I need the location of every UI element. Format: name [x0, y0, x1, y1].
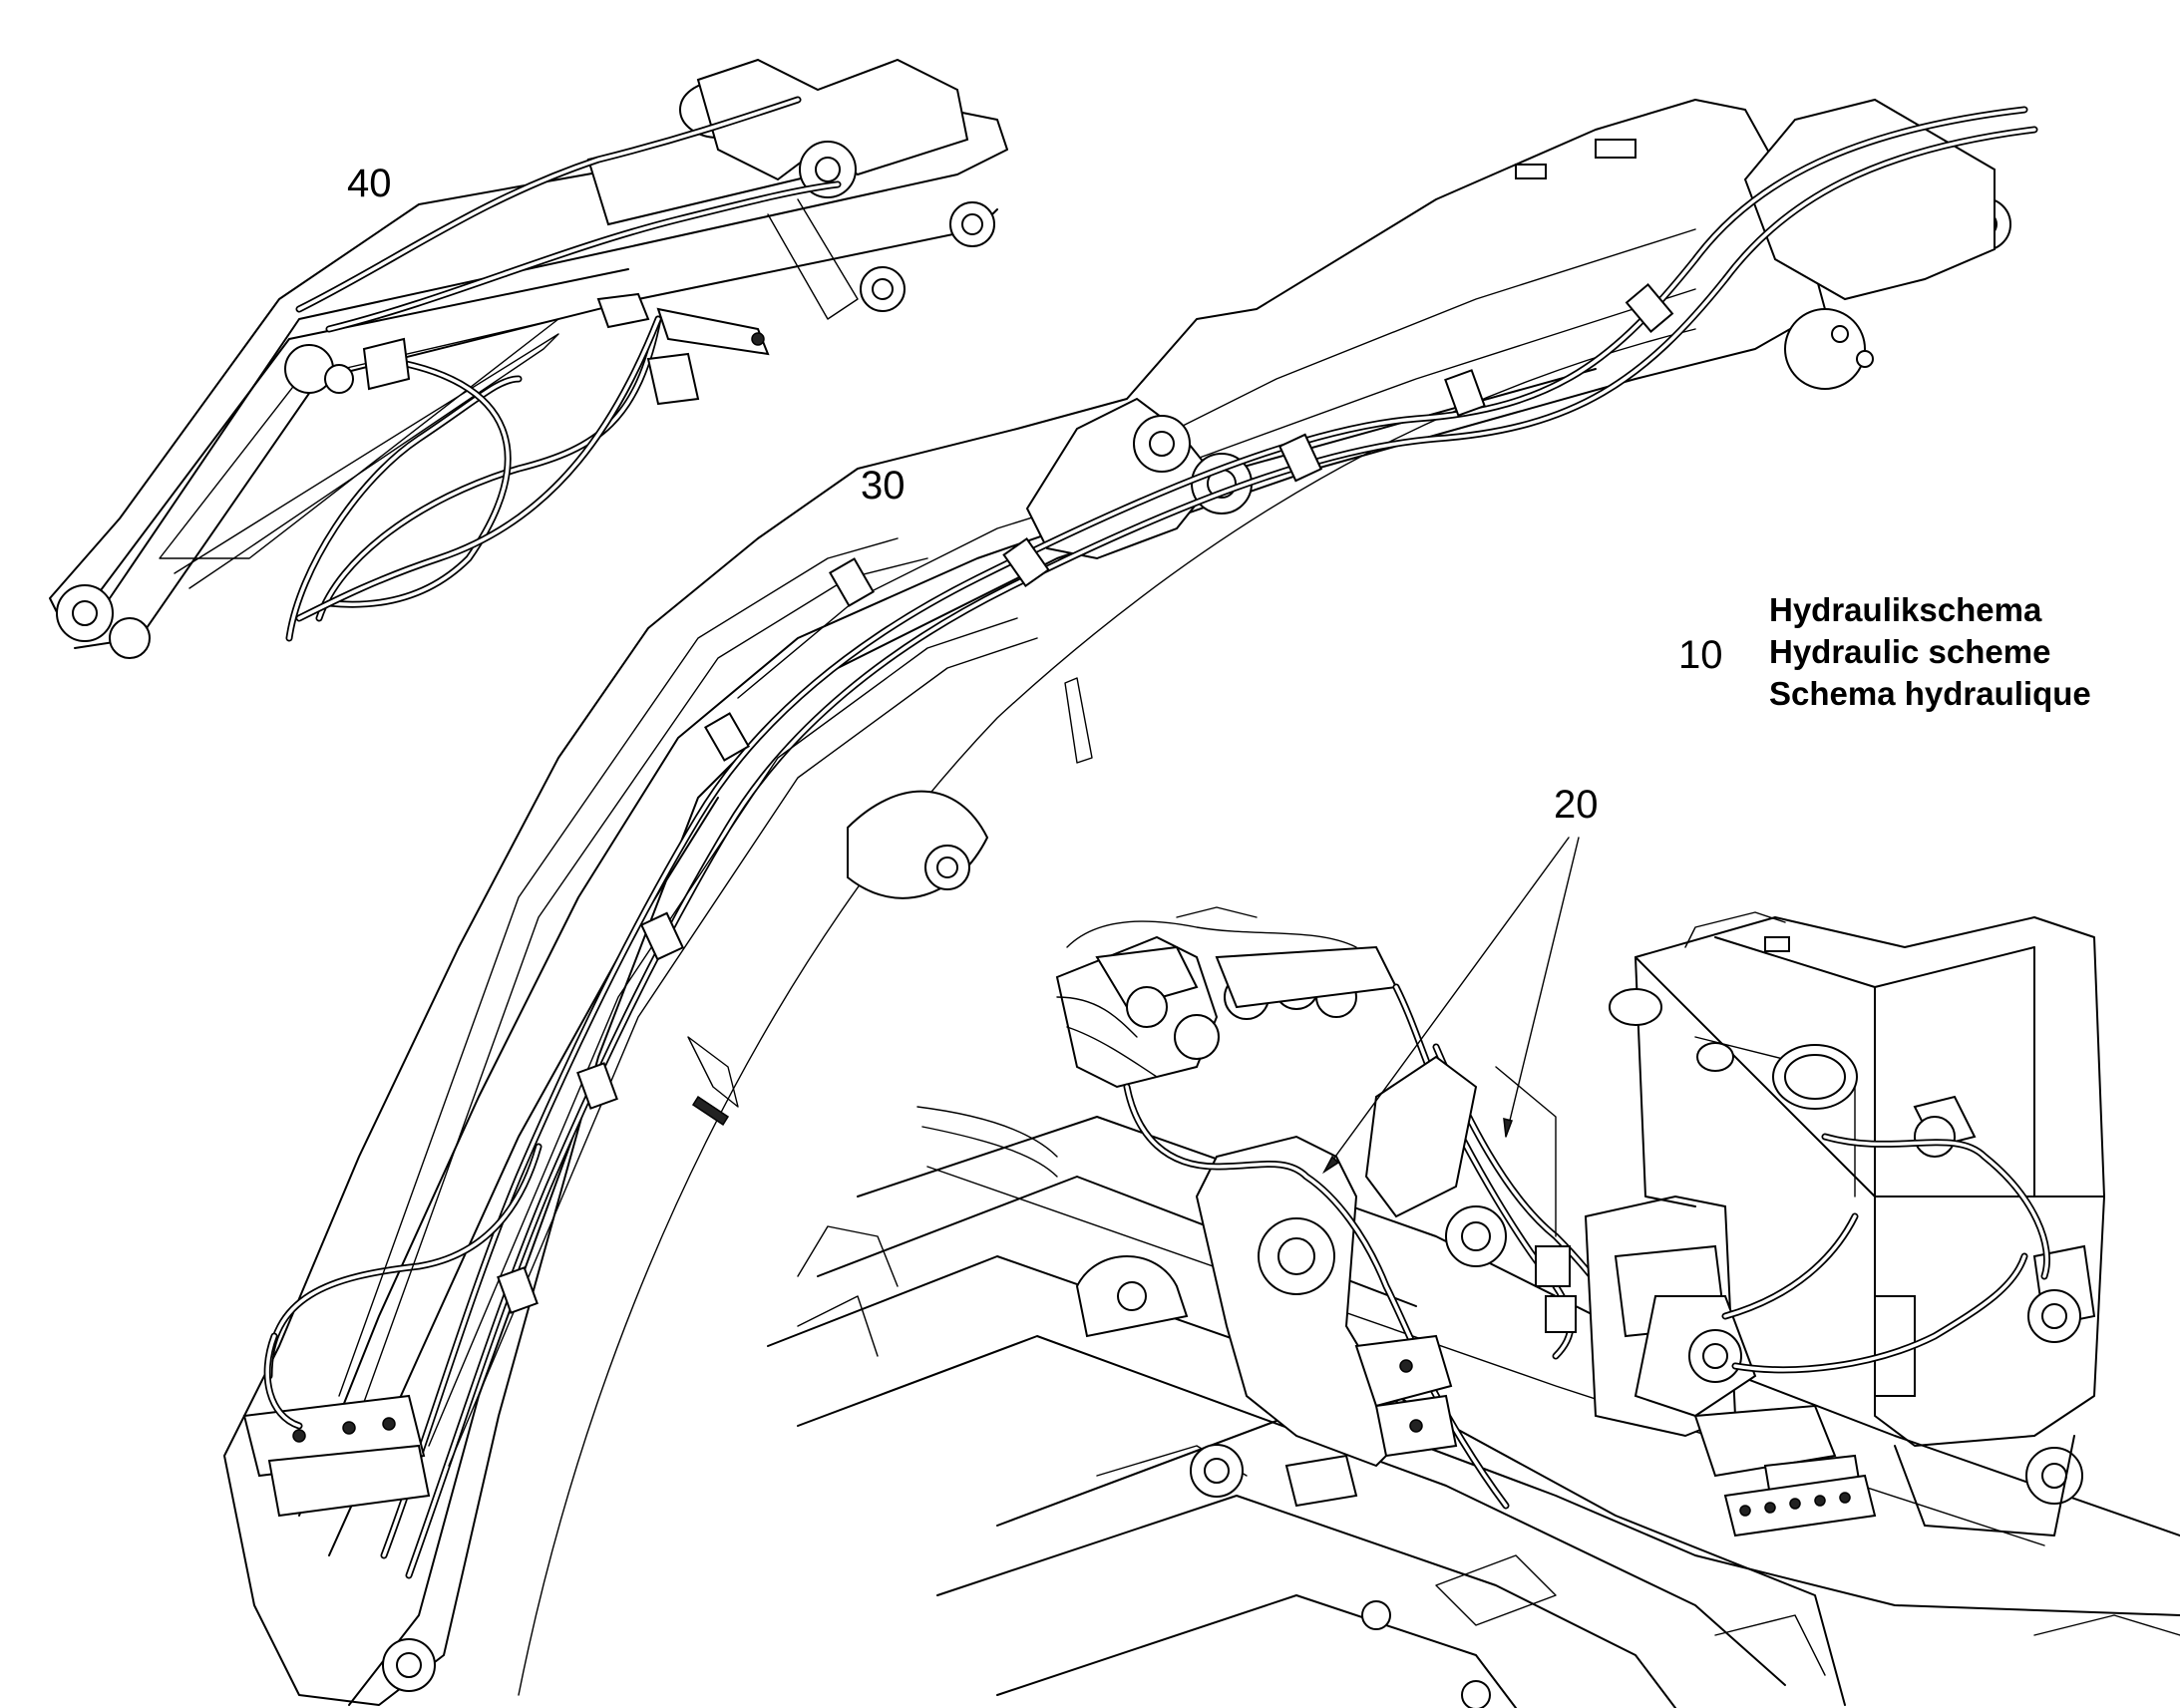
- legend-title-de: Hydraulikschema: [1769, 591, 2042, 628]
- callout-10: 10: [1678, 633, 1723, 677]
- legend-title-fr: Schema hydraulique: [1769, 675, 2091, 712]
- stick-assembly: [49, 58, 1008, 659]
- callout-leaders: [1321, 837, 1580, 1175]
- callout-40: 40: [347, 162, 392, 205]
- callout-20: 20: [1554, 783, 1599, 827]
- callout-30: 30: [861, 464, 906, 508]
- upper-carriage: [767, 906, 2180, 1708]
- boom-assembly: [223, 98, 2038, 1706]
- legend-title-en: Hydraulic scheme: [1769, 633, 2051, 670]
